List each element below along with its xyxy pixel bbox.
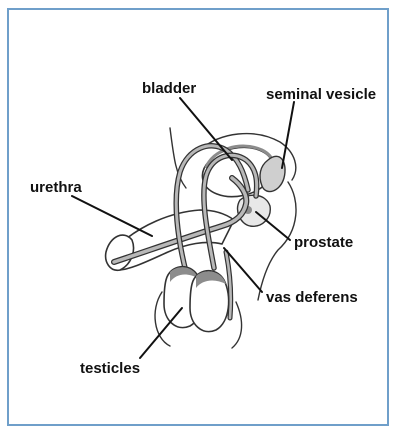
testicles-leader <box>140 308 182 358</box>
prostate-leader <box>256 212 290 240</box>
testicles-organ <box>164 267 229 332</box>
bladder-label: bladder <box>142 80 196 97</box>
bladder-leader <box>180 98 232 160</box>
urethra-leader <box>72 196 152 236</box>
seminal-vesicle-label: seminal vesicle <box>266 86 376 103</box>
urethra-label: urethra <box>30 179 82 196</box>
vas-deferens-label: vas deferens <box>266 289 358 306</box>
prostate-label: prostate <box>294 234 353 251</box>
seminal-vesicle-leader <box>282 102 294 168</box>
testicles-label: testicles <box>80 360 140 377</box>
